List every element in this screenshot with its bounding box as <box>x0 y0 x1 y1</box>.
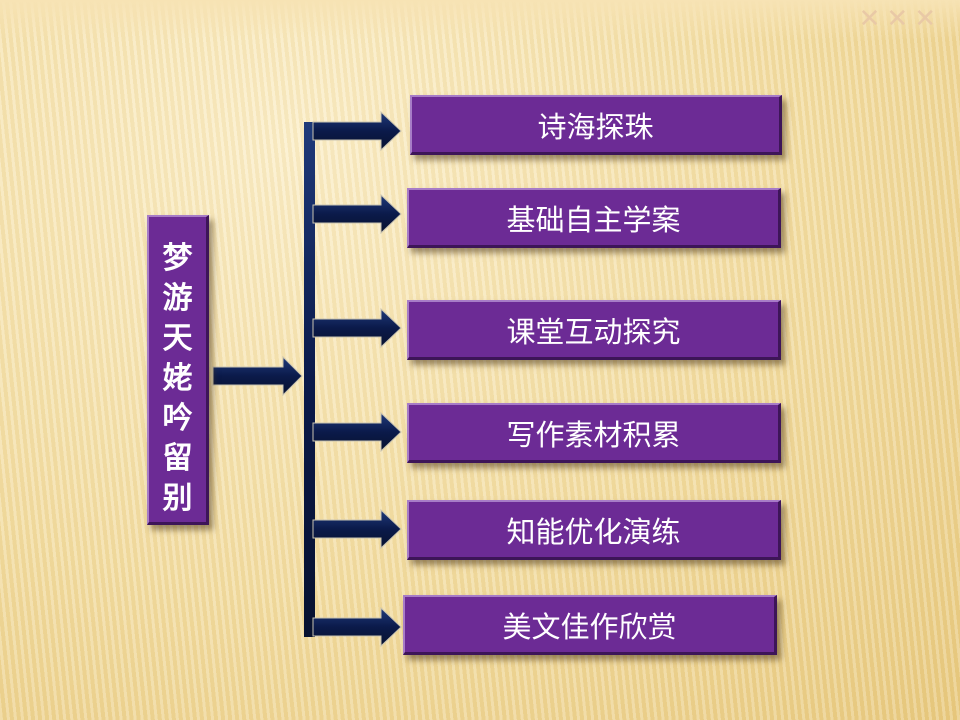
section-button-zhinengyouhuayanlian[interactable]: 知能优化演练 <box>407 500 781 560</box>
section-button-shihaitanzhu[interactable]: 诗海探珠 <box>410 95 782 155</box>
branch-arrow-3 <box>312 307 402 349</box>
title-char-2: 游 <box>162 281 193 316</box>
title-box: 梦 游 天 姥 吟 留 别 <box>147 215 209 525</box>
branch-arrow-6 <box>312 606 402 648</box>
branch-arrow-1 <box>312 110 402 152</box>
branch-arrow-2 <box>312 193 402 235</box>
section-button-jichuzizhuxuean[interactable]: 基础自主学案 <box>407 188 781 248</box>
title-char-5: 吟 <box>162 401 193 436</box>
title-char-1: 梦 <box>162 241 193 276</box>
top-band <box>0 0 960 40</box>
title-char-7: 别 <box>162 481 193 516</box>
corner-decoration: ✕✕✕ <box>858 4 942 34</box>
section-button-xiezuosucaijilei[interactable]: 写作素材积累 <box>407 403 781 463</box>
section-button-ketanghudongtanjiu[interactable]: 课堂互动探究 <box>407 300 781 360</box>
section-button-meiwenjiazuoxinshang[interactable]: 美文佳作欣赏 <box>403 595 777 655</box>
branch-arrow-4 <box>312 411 402 453</box>
vertical-bus <box>304 122 315 637</box>
title-char-6: 留 <box>162 441 193 476</box>
title-char-3: 天 <box>162 321 193 356</box>
branch-arrow-5 <box>312 508 402 550</box>
main-arrow <box>212 355 303 397</box>
title-char-4: 姥 <box>162 361 193 396</box>
